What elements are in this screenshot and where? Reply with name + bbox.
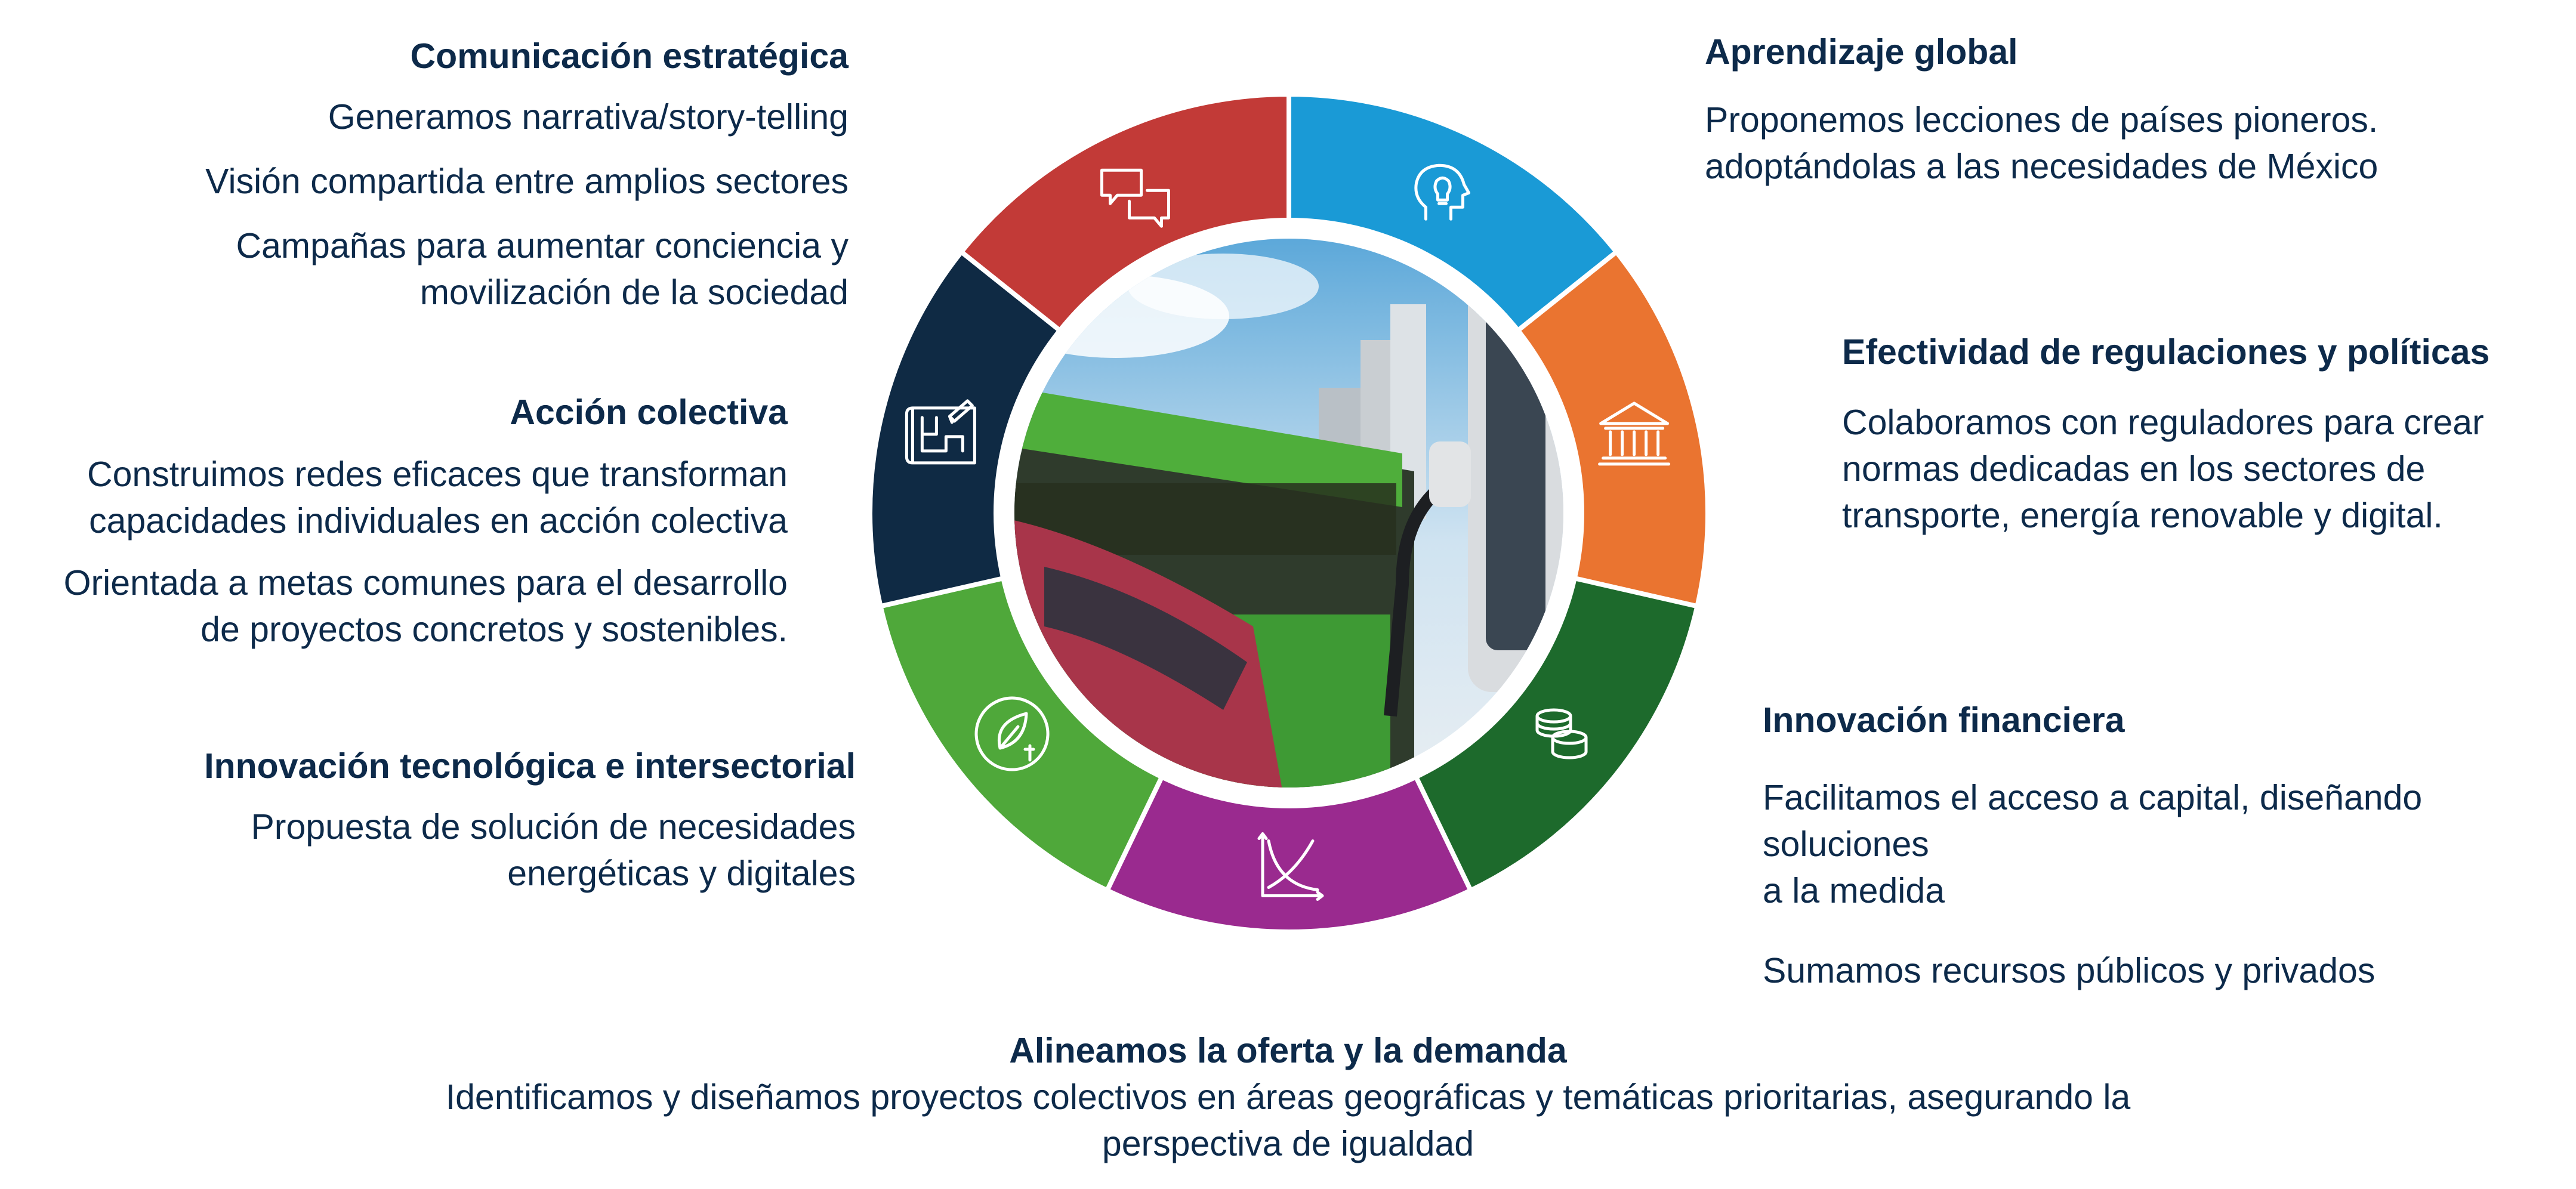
colectiva-block: Acción colectiva Construimos redes efica… <box>64 389 788 653</box>
regulaciones-block: Efectividad de regulaciones y políticas … <box>1842 329 2489 539</box>
regulaciones-title: Efectividad de regulaciones y políticas <box>1842 332 2490 372</box>
supply-demand-chart-icon <box>1257 832 1324 901</box>
comunicacion-line: Campañas para aumentar conciencia y <box>236 226 849 265</box>
financiera-line: a la medida <box>1763 871 1945 910</box>
comunicacion-title: Comunicación estratégica <box>410 36 849 76</box>
tecnologica-block: Innovación tecnológica e intersectorial … <box>204 743 856 897</box>
financiera-block: Innovación financiera Facilitamos el acc… <box>1763 697 2576 994</box>
oferta-demanda-line: perspectiva de igualdad <box>1102 1124 1474 1163</box>
colectiva-line: Orientada a metas comunes para el desarr… <box>63 563 788 603</box>
colectiva-title: Acción colectiva <box>510 393 788 432</box>
aprendizaje-title: Aprendizaje global <box>1705 32 2018 72</box>
comunicacion-line: movilización de la sociedad <box>419 273 849 312</box>
oferta-demanda-title: Alineamos la oferta y la demanda <box>1009 1031 1567 1070</box>
aprendizaje-block: Aprendizaje global Proponemos lecciones … <box>1705 29 2378 190</box>
oferta-demanda-block: Alineamos la oferta y la demanda Identif… <box>0 1027 2576 1167</box>
regulaciones-line: Colaboramos con reguladores para crear <box>1842 403 2484 442</box>
tecnologica-line: energéticas y digitales <box>507 854 856 893</box>
financiera-title: Innovación financiera <box>1763 700 2125 740</box>
leaf-plug-icon <box>974 696 1050 771</box>
bank-building-icon <box>1598 402 1671 466</box>
chat-bubbles-icon <box>1100 168 1170 228</box>
aprendizaje-line: adoptándolas a las necesidades de México <box>1705 147 2378 186</box>
blueprint-icon <box>905 399 976 465</box>
financiera-line: Sumamos recursos públicos y privados <box>1763 951 2376 990</box>
comunicacion-block: Comunicación estratégica Generamos narra… <box>205 33 849 316</box>
ev-charging-photo <box>1014 239 1563 787</box>
lightbulb-head-icon <box>1414 163 1471 221</box>
regulaciones-line: transporte, energía renovable y digital. <box>1842 496 2443 535</box>
comunicacion-line: Visión compartida entre amplios sectores <box>205 162 849 201</box>
segment-ring <box>868 91 1710 934</box>
oferta-demanda-line: Identificamos y diseñamos proyectos cole… <box>445 1077 2131 1117</box>
colectiva-line: de proyectos concretos y sostenibles. <box>200 610 788 649</box>
colectiva-line: Construimos redes eficaces que transform… <box>87 455 788 494</box>
regulaciones-line: normas dedicadas en los sectores de <box>1842 449 2426 489</box>
financiera-line: Facilitamos el acceso a capital, diseñan… <box>1763 778 2423 864</box>
tecnologica-title: Innovación tecnológica e intersectorial <box>204 746 856 786</box>
coins-icon <box>1535 708 1588 759</box>
tecnologica-line: Propuesta de solución de necesidades <box>251 807 856 847</box>
colectiva-line: capacidades individuales en acción colec… <box>89 501 788 541</box>
aprendizaje-line: Proponemos lecciones de países pioneros. <box>1705 100 2378 140</box>
comunicacion-line: Generamos narrativa/story-telling <box>328 97 849 137</box>
